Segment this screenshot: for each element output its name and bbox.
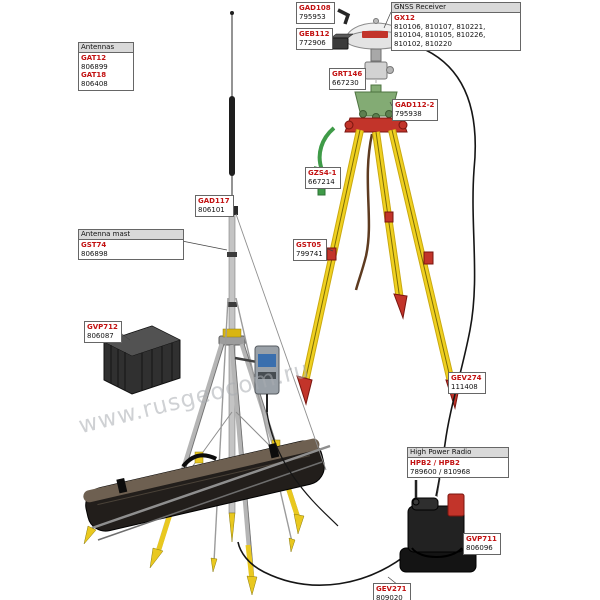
whip-antenna [229, 11, 235, 214]
carrier-grt146 [364, 61, 394, 80]
part-code: 806087 [87, 331, 114, 340]
label-gnss-receiver: GNSS Receiver GX12 810106, 810107, 81022… [391, 2, 521, 51]
label-gvp712: GVP712 806087 [84, 321, 122, 343]
label-antenna-mast-header: Antenna mast [79, 230, 183, 240]
label-high-power-radio: High Power Radio HPB2 / HPB2 789600 / 81… [407, 447, 509, 479]
part-code: 810102, 810220 [394, 40, 452, 48]
label-antenna-mast: Antenna mast GST74 806898 [78, 229, 184, 261]
part-code: 795953 [299, 12, 326, 21]
part-code: 795938 [395, 109, 422, 118]
label-gvp711: GVP711 806096 [463, 533, 501, 555]
part-number: GVP712 [87, 323, 118, 331]
battery-geb112 [330, 33, 354, 50]
part-number: GRT146 [332, 70, 363, 78]
part-number: GVP711 [466, 535, 497, 543]
radio-antenna-unit [234, 345, 280, 412]
part-code: 806408 [81, 80, 108, 88]
part-code: 799741 [296, 249, 323, 258]
label-gst05: GST05 799741 [293, 239, 327, 261]
label-high-power-radio-header: High Power Radio [408, 448, 508, 458]
label-antennas: Antennas GAT12 806899 GAT18 806408 [78, 42, 134, 91]
part-code: 111408 [451, 382, 478, 391]
part-number: GAD117 [198, 197, 230, 205]
radio-cable [237, 541, 411, 586]
part-number: HPB2 / HPB2 [410, 458, 460, 467]
label-gev271: GEV271 809020 [373, 583, 411, 600]
part-code: 809020 [376, 593, 403, 600]
part-number: GEV274 [451, 374, 482, 382]
part-number: GAT18 [81, 71, 107, 80]
part-code: 806898 [81, 249, 108, 258]
label-gnss-receiver-header: GNSS Receiver [392, 3, 520, 13]
leica-logo-tag [447, 493, 465, 517]
part-number: GZS4-1 [308, 169, 337, 177]
part-number: GAT12 [81, 53, 107, 62]
label-gev274: GEV274 111408 [448, 372, 486, 394]
device-cable [235, 213, 339, 527]
part-number: GST74 [81, 240, 107, 249]
part-code: 667214 [308, 177, 335, 186]
label-gad108: GAD108 795953 [296, 2, 335, 24]
label-gad112: GAD112-2 795938 [392, 99, 439, 121]
part-code: 789600 / 810968 [410, 467, 471, 476]
wooden-tripod [296, 117, 461, 410]
part-code: 810106, 810107, 810221, [394, 22, 486, 31]
label-grt146: GRT146 667230 [329, 68, 367, 90]
part-number: GX12 [394, 13, 415, 22]
hard-case [103, 325, 181, 395]
leica-logo-band [362, 31, 388, 38]
stub-adapter-gad108 [337, 8, 351, 25]
label-gzs4: GZS4-1 667214 [305, 167, 341, 189]
part-code: 806899 [81, 62, 108, 71]
part-code: 772906 [299, 38, 326, 47]
spare-mast-rods [83, 444, 331, 545]
part-code: 806096 [466, 543, 493, 552]
antenna-cable [403, 41, 477, 497]
part-number: GEB112 [299, 30, 330, 38]
part-code: 810104, 810105, 810226, [394, 31, 486, 40]
part-code: 667230 [332, 78, 359, 87]
radio-unit [399, 480, 477, 573]
part-number: GEV271 [376, 585, 407, 593]
label-antennas-header: Antennas [79, 43, 133, 53]
part-number: GAD108 [299, 4, 331, 12]
label-gad117: GAD117 806101 [195, 195, 234, 217]
part-number: GST05 [296, 241, 322, 249]
part-code: 806101 [198, 205, 225, 214]
label-geb112: GEB112 772906 [296, 28, 334, 50]
tribrach [354, 84, 398, 121]
part-number: GAD112-2 [395, 101, 435, 109]
